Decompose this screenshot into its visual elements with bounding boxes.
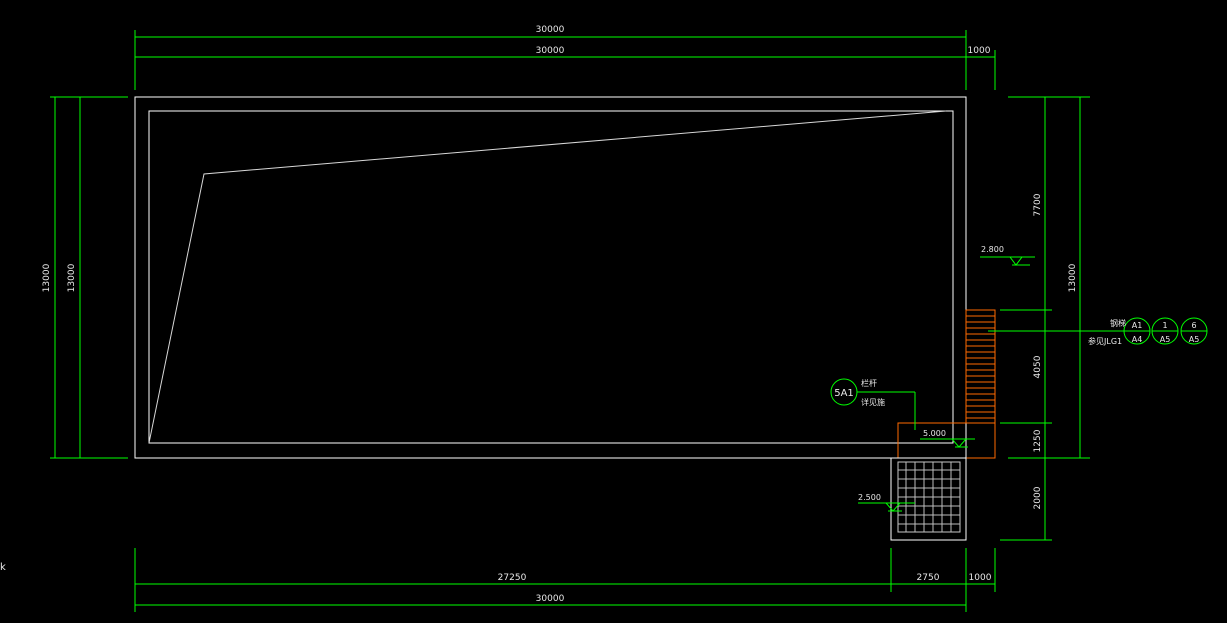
detail-bubble-2-top: 1 [1162,321,1167,330]
dim-top-total: 30000 [536,25,565,35]
dim-left-outer: 13000 [42,263,52,292]
railing-bubble-text: 5A1 [834,388,854,399]
grating-platform [890,457,967,541]
railing-label: 栏杆 [861,378,877,388]
dim-bottom-right: 1000 [969,573,992,583]
detail-bubble-3-top: 6 [1191,321,1196,330]
elevation-lower-label: 2.500 [858,493,881,502]
dim-bottom-middle: 2750 [917,573,940,583]
stair-callout [988,317,1208,345]
detail-bubble-2-bottom: A5 [1160,335,1171,344]
elevation-landing-label: 5.000 [923,429,946,438]
elevation-mark-upper [980,256,1035,266]
left-dimensions [50,96,128,459]
detail-bubble-1-top: A1 [1132,321,1143,330]
dim-right-lower: 1250 [1033,429,1043,452]
detail-bubble-1-bottom: A4 [1132,335,1143,344]
detail-bubble-3-bottom: A5 [1189,335,1200,344]
dim-right-middle: 4050 [1033,355,1043,378]
elevation-mark-lower [858,502,915,512]
right-dimensions [1000,96,1090,541]
dim-right-upper: 7700 [1033,193,1043,216]
dim-bottom-left: 27250 [498,573,527,583]
steel-stair [897,309,996,459]
stair-label: 钢梯 [1110,318,1126,328]
dim-left-inner: 13000 [67,263,77,292]
dim-top-main: 30000 [536,46,565,56]
railing-note: 详见施 [861,397,885,407]
elevation-mark-landing [920,438,975,448]
building-outline [134,96,967,459]
elevation-upper-label: 2.800 [981,245,1004,254]
dim-right-total: 13000 [1068,263,1078,292]
stair-ref: 参见JLG1 [1088,336,1122,346]
dim-bottom-total: 30000 [536,594,565,604]
edge-mark: k [0,562,6,573]
dim-right-below: 2000 [1033,486,1043,509]
railing-callout [830,378,916,430]
dim-top-right: 1000 [968,46,991,56]
top-dimensions [134,30,996,90]
bottom-dimensions [134,548,996,612]
